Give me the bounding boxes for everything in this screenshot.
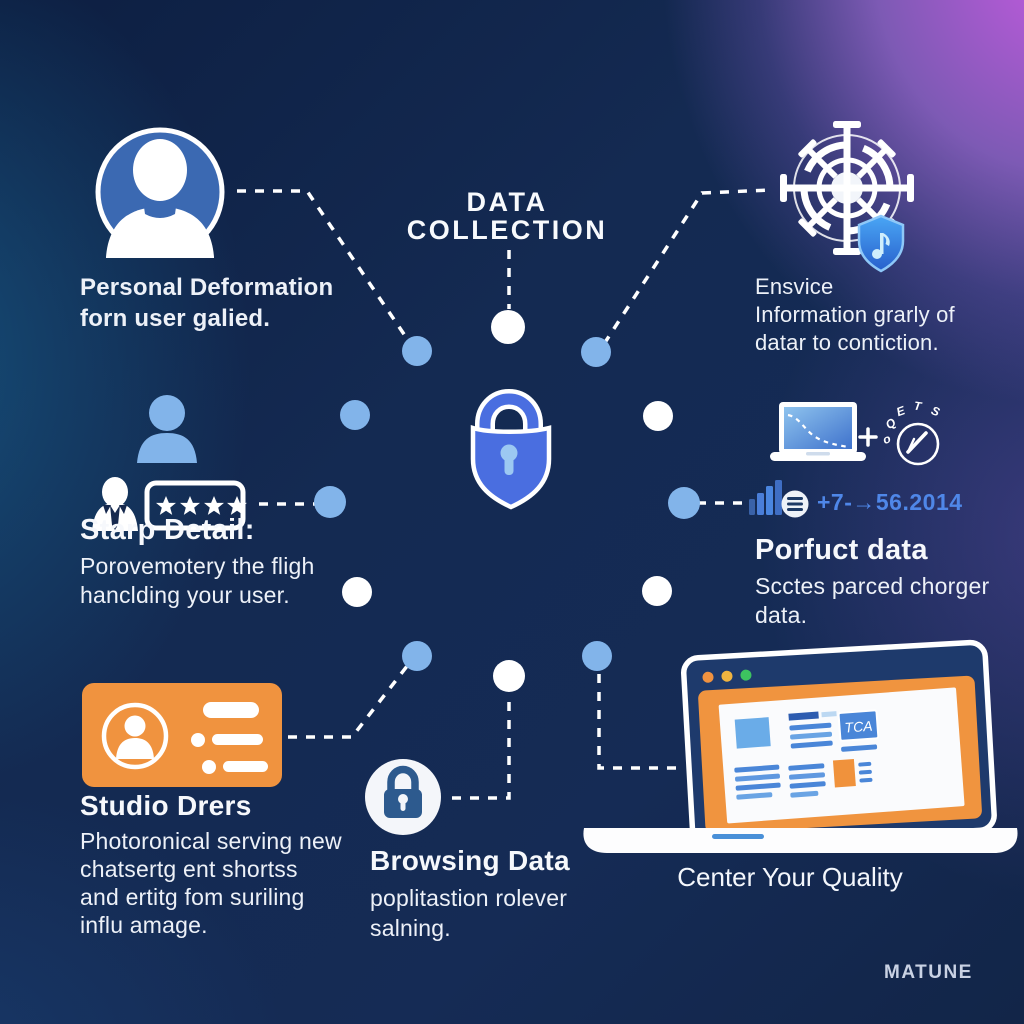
bar-chart-icon [749, 480, 782, 515]
connector-lines [237, 188, 772, 800]
studio-heading: Studio Drers [80, 790, 252, 821]
node-product-text: Porfuct data Scctes parced chorger data. [755, 536, 989, 630]
studio-line: chatsertg ent shortss [80, 856, 298, 882]
dot-top [491, 310, 525, 344]
personal-line: Personal Deformation [80, 274, 334, 301]
tca-badge-label: TCA [844, 718, 873, 736]
connector-service [602, 188, 772, 345]
window-dot-orange [702, 671, 714, 683]
studio-line: Photoronical serving new [80, 828, 342, 854]
gauge-letter: o [881, 431, 892, 447]
gauge-letter: S [929, 403, 942, 419]
connector-studio [288, 659, 413, 739]
node-personal-text: Personal Deformation forn user galied. [80, 272, 333, 334]
service-line: datar to contiction. [755, 330, 939, 355]
star-rating-icon [144, 480, 247, 531]
node-studio-text: Studio Drers Photoronical serving new ch… [80, 792, 342, 939]
dot-5 [582, 641, 612, 671]
dot-2 [643, 401, 673, 431]
product-line: Scctes parced chorger [755, 573, 990, 599]
studio-line: influ amage. [80, 912, 208, 938]
gauge-letter: E [894, 403, 907, 419]
dot-1 [581, 337, 611, 367]
laptop-browser-icon: TCA [680, 639, 997, 849]
shield-music-icon [857, 214, 905, 273]
star-line: Porovemotery the fligh [80, 553, 315, 579]
gauge-letter: Q [883, 415, 899, 432]
title-line1: DATA [466, 187, 548, 217]
dot-11 [402, 336, 432, 366]
product-line: data. [755, 602, 808, 628]
studio-line: and ertitg fom suriling [80, 884, 305, 910]
node-service-text: Ensvice Information grarly of datar to c… [755, 273, 955, 357]
laptop-chart-icon [770, 402, 866, 461]
ring-dots [314, 310, 700, 692]
title-line2: COLLECTION [406, 215, 608, 245]
dot-4 [642, 576, 672, 606]
plus-icon [858, 427, 878, 447]
padlock-icon [365, 759, 441, 835]
browsing-line: poplitastion rolever [370, 885, 568, 911]
product-heading: Porfuct data [755, 534, 928, 566]
star-line: hanclding your user. [80, 582, 290, 608]
connector-browsing [452, 694, 511, 800]
gauge-letter: T [913, 399, 924, 414]
connector-laptop [597, 674, 683, 770]
list-icon [781, 490, 809, 518]
dot-10 [340, 400, 370, 430]
browsing-heading: Browsing Data [370, 845, 570, 876]
window-dot-green [740, 669, 752, 681]
node-star-text: Starp Detail: Porovemotery the fligh han… [80, 516, 315, 610]
dot-7 [402, 641, 432, 671]
user-icon [137, 395, 197, 463]
node-browsing-text: Browsing Data poplitastion rolever salni… [370, 846, 570, 943]
id-card-icon [82, 683, 282, 787]
browsing-line: salning. [370, 915, 451, 941]
service-line: Information grarly of [755, 302, 955, 327]
brand-watermark: MATUNE [884, 962, 973, 983]
connector-personal [237, 189, 414, 347]
tca-badge [837, 709, 880, 742]
dot-8 [342, 577, 372, 607]
gear-wheel-icon [780, 121, 914, 255]
star-heading: Starp Detail: [80, 514, 255, 546]
dot-9 [314, 486, 346, 518]
personal-line: forn user galied. [80, 305, 271, 332]
gauge-icon: o Q E T S [881, 399, 942, 466]
product-metric: +7-→56.2014 [817, 489, 963, 515]
service-line: Ensvice [755, 274, 834, 299]
laptop-base-notch [712, 834, 764, 839]
lock-shield-icon [470, 388, 552, 510]
window-dot-amber [721, 670, 733, 682]
dot-3 [668, 487, 700, 519]
laptop-base [583, 828, 1018, 853]
page-title: DATA COLLECTION [362, 188, 652, 244]
laptop-caption: Center Your Quality [677, 862, 903, 892]
user-avatar-icon [95, 127, 225, 258]
reviewer-icon [92, 477, 138, 531]
dot-bottom [493, 660, 525, 692]
